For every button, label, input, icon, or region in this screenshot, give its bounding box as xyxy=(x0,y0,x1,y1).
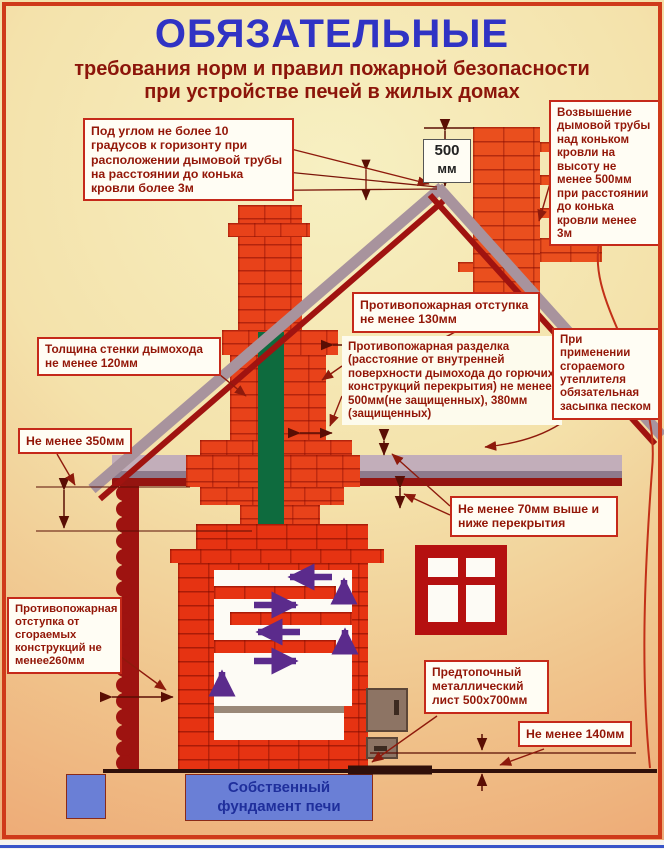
window-pane-tr xyxy=(466,558,495,577)
callout-hearth-sheet: Предтопочный металлический лист 500х700м… xyxy=(424,660,549,714)
dimension-500mm-value: 500 xyxy=(434,142,460,159)
chimney-right xyxy=(473,127,540,300)
stove-baffle-1 xyxy=(214,586,336,599)
chimney-main-cap xyxy=(228,223,310,237)
window-pane-bl xyxy=(428,585,458,622)
stove-ash-channel xyxy=(214,713,344,740)
window-pane-br xyxy=(466,585,495,622)
stove-baffle-2 xyxy=(230,612,352,625)
dimension-500mm: 500 мм xyxy=(423,139,471,183)
subtitle-line-2: при устройстве печей в жилых домах xyxy=(144,81,520,103)
window-pane-tl xyxy=(428,558,458,577)
callout-min-70: Не менее 70мм выше и ниже перекрытия xyxy=(450,496,618,537)
callout-sand-backfill: При применении сгораемого утеплителя обя… xyxy=(552,328,662,420)
stove-top-block xyxy=(196,524,368,549)
callout-razdelka: Противопожарная разделка (расстояние от … xyxy=(342,336,562,425)
chimney-right-brick-out-5 xyxy=(458,262,473,272)
stove-baffle-3 xyxy=(214,640,336,653)
bottom-blue-line xyxy=(0,845,664,848)
stove-foundation: Собственный фундамент печи xyxy=(185,774,373,821)
callout-gap-260: Противопожарная отступка от сгораемых ко… xyxy=(7,597,122,675)
callout-min-350: Не менее 350мм xyxy=(18,428,133,455)
callout-flue-wall-thickness: Толщина стенки дымохода не менее 120мм xyxy=(37,337,221,377)
bottom-white-strip xyxy=(0,840,664,849)
stove-foundation-label: Собственный фундамент печи xyxy=(217,779,341,815)
stove-firebox-door xyxy=(366,688,408,732)
subtitle-line-1: требования норм и правил пожарной безопа… xyxy=(74,58,590,80)
flue-channel xyxy=(258,332,284,545)
stove-grate xyxy=(214,706,344,713)
poster-title: ОБЯЗАТЕЛЬНЫЕ xyxy=(154,12,510,56)
callout-firebreak-gap-130: Противопожарная отступка не менее 130мм xyxy=(352,292,540,333)
ash-door-handle xyxy=(374,746,387,751)
dimension-500mm-unit: мм xyxy=(437,160,457,176)
stove-cap-course xyxy=(170,549,384,563)
callout-elevation-rule: Возвышение дымовой трубы над коньком кро… xyxy=(549,100,661,247)
firebox-door-handle xyxy=(394,700,399,715)
callout-min-140: Не менее 140мм xyxy=(518,721,633,748)
callout-angle-rule: Под углом не более 10 градусов к горизон… xyxy=(83,118,294,202)
wall-foundation xyxy=(66,774,106,819)
